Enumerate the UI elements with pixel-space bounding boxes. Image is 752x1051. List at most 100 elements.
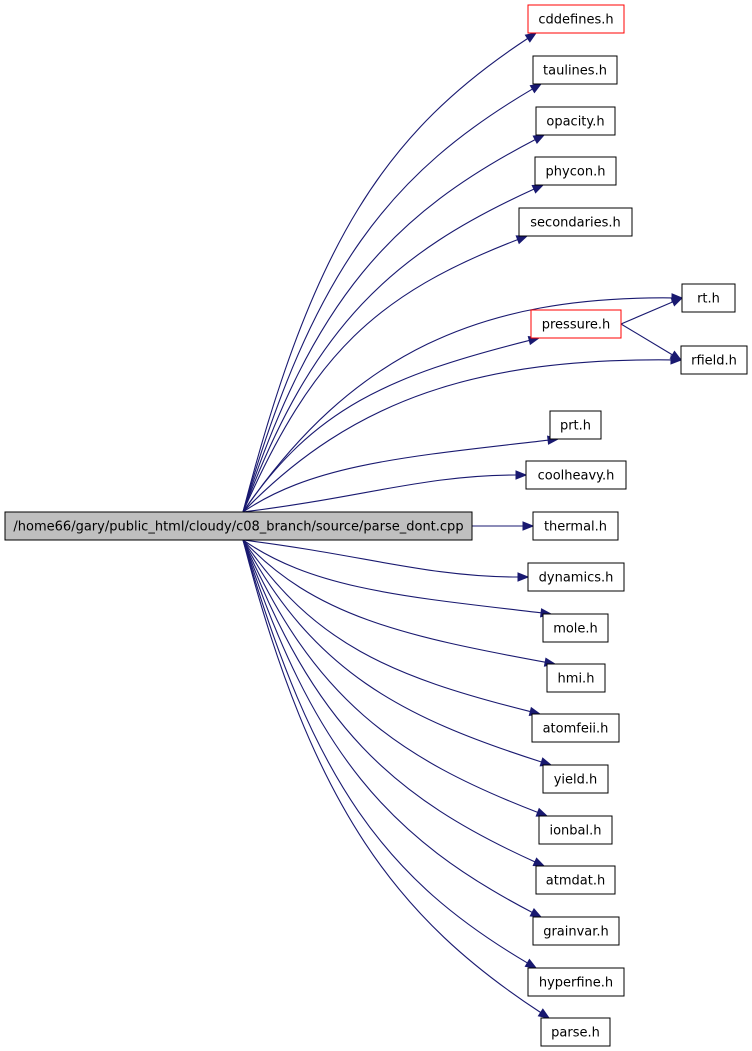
edge-root-to-coolheavy [242,474,517,513]
node-label-thermal: thermal.h [544,520,607,535]
node-cddefines[interactable]: cddefines.h [527,4,625,34]
node-pressure[interactable]: pressure.h [530,309,622,339]
node-label-hyperfine: hyperfine.h [539,976,613,991]
node-hmi[interactable]: hmi.h [546,663,606,693]
node-box-taulines [532,55,618,85]
node-thermal[interactable]: thermal.h [532,511,619,541]
node-mole[interactable]: mole.h [542,613,609,643]
node-label-pressure: pressure.h [542,318,611,333]
edge-root-to-phycon-arrowhead [531,184,545,194]
node-label-taulines: taulines.h [543,64,607,79]
node-label-hmi: hmi.h [558,672,595,687]
edge-root-to-atmdat [242,539,536,863]
node-box-opacity [535,106,616,136]
edge-root-to-hyperfine-arrowhead [524,958,538,969]
edge-root-to-taulines [242,88,533,513]
edge-root-to-secondaries [242,239,518,513]
edge-root-to-ionbal [242,539,538,813]
node-box-thermal [532,511,619,541]
node-phycon[interactable]: phycon.h [534,156,617,186]
node-box-parse [540,1017,611,1047]
node-label-rfield: rfield.h [691,354,737,369]
node-label-atmdat: atmdat.h [546,874,605,889]
node-label-opacity: opacity.h [546,115,604,130]
node-opacity[interactable]: opacity.h [535,106,616,136]
node-box-secondaries [518,207,633,237]
root-node-box [4,511,473,541]
edge-root-to-atomfeii [242,539,531,713]
node-grainvar[interactable]: grainvar.h [532,916,620,946]
edge-root-to-opacity [242,139,536,513]
edge-pressure-to-rt-arrowhead [670,297,684,307]
node-box-dynamics [527,562,625,592]
edge-root-to-parse [242,539,541,1013]
node-yield[interactable]: yield.h [542,764,609,794]
nodes-layer: /home66/gary/public_html/cloudy/c08_bran… [4,4,748,1047]
edge-root-to-ionbal-arrowhead [535,807,549,817]
edge-pressure-to-rfield-arrowhead [669,350,683,361]
node-label-grainvar: grainvar.h [543,925,609,940]
edge-pressure-to-rfield [620,323,673,356]
node-label-phycon: phycon.h [546,165,606,180]
node-label-atomfeii: atomfeii.h [543,722,609,737]
node-label-yield: yield.h [554,773,598,788]
root-node-label: /home66/gary/public_html/cloudy/c08_bran… [13,520,463,535]
edge-root-to-grainvar-arrowhead [529,907,543,918]
node-label-secondaries: secondaries.h [530,216,620,231]
edge-root-to-hyperfine [242,539,528,964]
node-box-atmdat [535,865,616,895]
node-hyperfine[interactable]: hyperfine.h [527,967,625,997]
node-atmdat[interactable]: atmdat.h [535,865,616,895]
node-box-cddefines [527,4,625,34]
edge-root-to-pressure [242,339,530,513]
edge-root-to-rfield [242,359,672,513]
edge-root-to-coolheavy-arrowhead [515,470,528,480]
node-parse[interactable]: parse.h [540,1017,611,1047]
edge-root-to-cddefines-arrowhead [524,32,538,43]
edge-pressure-to-rt [620,301,674,325]
node-box-phycon [534,156,617,186]
node-box-hmi [546,663,606,693]
edge-root-to-atmdat-arrowhead [532,857,546,867]
node-taulines[interactable]: taulines.h [532,55,618,85]
edge-root-to-thermal-arrowhead [522,521,535,531]
root-node[interactable]: /home66/gary/public_html/cloudy/c08_bran… [4,511,473,541]
node-rt[interactable]: rt.h [681,283,736,313]
edge-root-to-grainvar [242,539,533,913]
node-box-pressure [530,309,622,339]
edge-root-to-yield [242,539,542,763]
edge-root-to-hmi [242,539,546,663]
node-box-yield [542,764,609,794]
node-dynamics[interactable]: dynamics.h [527,562,625,592]
edge-root-to-opacity-arrowhead [532,134,546,145]
node-label-prt: prt.h [560,419,591,434]
node-box-rt [681,283,736,313]
node-coolheavy[interactable]: coolheavy.h [525,460,627,490]
edges-layer [242,32,684,1019]
node-ionbal[interactable]: ionbal.h [538,815,613,845]
node-label-ionbal: ionbal.h [549,824,601,839]
node-box-ionbal [538,815,613,845]
node-secondaries[interactable]: secondaries.h [518,207,633,237]
node-box-mole [542,613,609,643]
node-prt[interactable]: prt.h [549,410,602,440]
node-box-coolheavy [525,460,627,490]
node-label-coolheavy: coolheavy.h [538,469,615,484]
node-label-cddefines: cddefines.h [538,13,613,28]
edge-root-to-parse-arrowhead [537,1008,551,1019]
node-atomfeii[interactable]: atomfeii.h [531,713,620,743]
edge-root-to-prt [242,439,549,513]
node-label-rt: rt.h [697,292,720,307]
node-label-dynamics: dynamics.h [539,571,614,586]
node-box-hyperfine [527,967,625,997]
node-rfield[interactable]: rfield.h [680,345,748,375]
node-label-mole: mole.h [553,622,598,637]
edge-root-to-dynamics-arrowhead [517,572,530,582]
node-label-parse: parse.h [551,1026,600,1041]
edge-root-to-dynamics [242,539,519,578]
node-box-prt [549,410,602,440]
edge-root-to-rt [242,297,673,513]
edge-root-to-secondaries-arrowhead [515,235,529,245]
edge-root-to-mole [242,539,542,614]
